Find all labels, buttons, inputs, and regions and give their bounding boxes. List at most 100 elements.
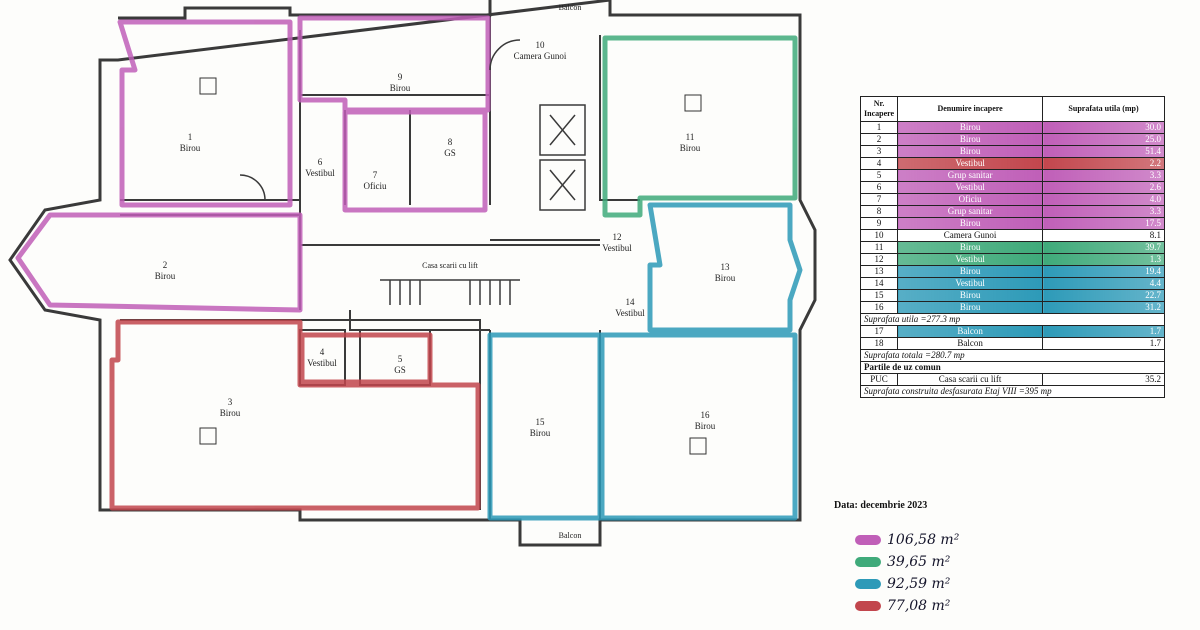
- cell-area: 30.0: [1042, 121, 1165, 134]
- green-zone-11: [602, 35, 798, 218]
- red-zone-3: [109, 319, 481, 511]
- blue-zone-16: [599, 332, 798, 521]
- built-area-row-text: Suprafata construita desfasurata Etaj VI…: [860, 385, 1165, 398]
- cell-name: Birou: [897, 241, 1044, 254]
- date-label: Data: decembrie 2023: [834, 500, 928, 511]
- cell-number: 15: [859, 289, 899, 302]
- legend-item: 39,65 m²: [855, 552, 950, 572]
- cell-number: 3: [859, 145, 899, 158]
- red-zone-45: [299, 332, 433, 385]
- building-walls: [8, 0, 817, 547]
- cell-area: 51.4: [1042, 145, 1165, 158]
- cell-area: 8.1: [1042, 229, 1165, 242]
- total-area-row-text: Suprafata totala =280.7 mp: [860, 349, 1165, 362]
- highlight-outlines: [15, 15, 803, 521]
- legend-swatch: [855, 601, 881, 611]
- cell-area: 25.0: [1042, 133, 1165, 146]
- cell-name: Vestibul: [897, 277, 1044, 290]
- cell-name: Birou: [897, 145, 1044, 158]
- cell-number: 5: [859, 169, 899, 182]
- legend-value: 92,59 m²: [887, 576, 951, 592]
- util-area-row-text: Suprafata utila =277.3 mp: [860, 313, 1165, 326]
- legend-value: 77,08 m²: [887, 598, 951, 614]
- cell-name: Camera Gunoi: [897, 229, 1044, 242]
- pink-zone-2: [15, 212, 303, 313]
- common-parts-row: Partile de uz comun: [860, 361, 1165, 374]
- stair-lift-core: [239, 39, 586, 305]
- cell-name: Vestibul: [897, 181, 1044, 194]
- cell-area: 4.0: [1042, 193, 1165, 206]
- cell-number: 13: [859, 265, 899, 278]
- cell-area: 19.4: [1042, 265, 1165, 278]
- cell-number: 6: [859, 181, 899, 194]
- blue-zone-15: [487, 332, 603, 521]
- cell-area: 39.7: [1042, 241, 1165, 254]
- pink-zone-9: [297, 15, 491, 113]
- cell-name: Birou: [897, 133, 1044, 146]
- cell-area: 17.5: [1042, 217, 1165, 230]
- util-area-row: Suprafata utila =277.3 mp: [860, 313, 1165, 326]
- cell-name: Casa scarii cu lift: [897, 373, 1044, 386]
- cell-number: 11: [859, 241, 899, 254]
- cell-area: 22.7: [1042, 289, 1165, 302]
- legend-swatch: [855, 535, 881, 545]
- cell-area: 4.4: [1042, 277, 1165, 290]
- legend-value: 39,65 m²: [887, 554, 951, 570]
- balcony-bottom-label: Balcon: [559, 531, 582, 540]
- cell-name: Vestibul: [897, 157, 1044, 170]
- cell-number: PUC: [859, 373, 899, 386]
- cell-number: 18: [859, 337, 899, 350]
- cell-number: 1: [859, 121, 899, 134]
- stair-label: Casa scarii cu lift: [422, 261, 479, 270]
- cell-name: Oficiu: [897, 193, 1044, 206]
- cell-area: 1.7: [1042, 325, 1165, 338]
- cell-number: 16: [859, 301, 899, 314]
- cell-number: 10: [859, 229, 899, 242]
- cell-number: 17: [859, 325, 899, 338]
- cell-name: Birou: [897, 217, 1044, 230]
- legend-item: 106,58 m²: [855, 530, 959, 550]
- total-area-row: Suprafata totala =280.7 mp: [860, 349, 1165, 362]
- cell-number: 12: [859, 253, 899, 266]
- pink-zone-7: [342, 109, 488, 213]
- cell-number: 8: [859, 205, 899, 218]
- cell-number: 2: [859, 133, 899, 146]
- header-area: Suprafata utila (mp): [1042, 96, 1165, 122]
- cell-area: 3.3: [1042, 205, 1165, 218]
- cell-name: Balcon: [897, 325, 1044, 338]
- cell-name: Birou: [897, 301, 1044, 314]
- cell-area: 1.3: [1042, 253, 1165, 266]
- column-symbols: [199, 77, 707, 455]
- cell-area: 35.2: [1042, 373, 1165, 386]
- cell-number: 9: [859, 217, 899, 230]
- legend-item: 77,08 m²: [855, 596, 950, 616]
- legend-value: 106,58 m²: [887, 532, 960, 548]
- cell-area: 2.2: [1042, 157, 1165, 170]
- cell-area: 3.3: [1042, 169, 1165, 182]
